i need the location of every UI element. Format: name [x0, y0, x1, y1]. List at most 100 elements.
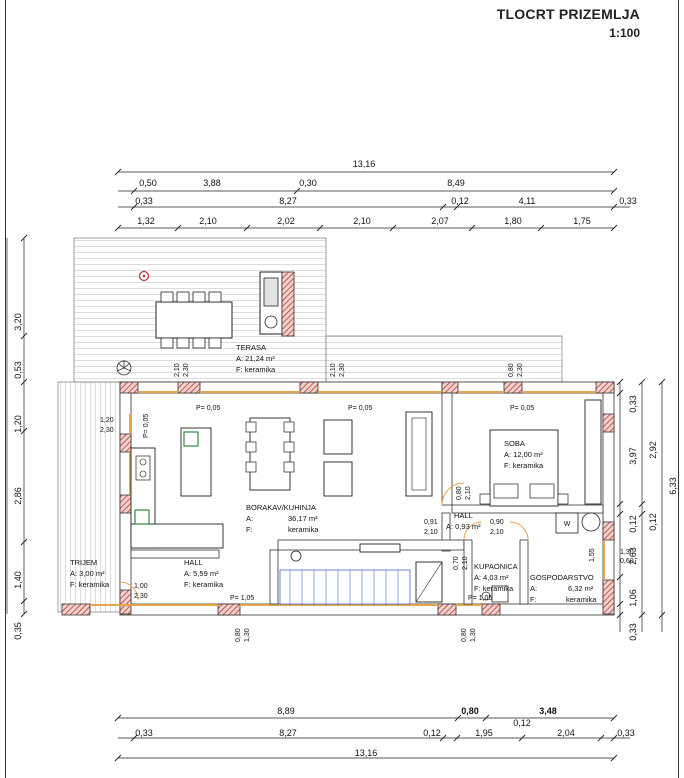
room-floor: F: [246, 525, 253, 534]
dining-table [245, 417, 295, 491]
room-area: A: 4,03 m² [474, 573, 509, 582]
dim-top-r2-b: 3,88 [203, 178, 221, 188]
dim-top-r2-a: 0,50 [139, 178, 157, 188]
room-area: A: 12,00 m² [504, 450, 543, 459]
dim-bottom-r2-b: 8,27 [279, 728, 297, 738]
frame-right-border [678, 0, 679, 778]
opening-label: 1,20 [100, 417, 114, 424]
room-area-value: 36,17 m² [288, 514, 318, 523]
dim-left-a: 3,20 [13, 313, 23, 331]
washing-machine-icon: W [555, 512, 601, 534]
opening-label: 0,80 [456, 486, 463, 500]
opening-label: 1,30 [620, 549, 634, 556]
terrace-deck [73, 237, 563, 383]
room-floor: F: keramika [70, 580, 110, 589]
room-name: GOSPODARSTVO [530, 573, 594, 582]
opening-label: 2,10 [462, 556, 469, 570]
room-label-hall-small: HALL A: 0,93 m² [446, 511, 481, 531]
opening-label: 2,10 [174, 363, 181, 377]
window-openings [90, 391, 605, 606]
room-name: BORAKAV/KUHINJA [246, 503, 316, 512]
dimension-ticks-bottom [114, 714, 618, 762]
opening-labels: 2,10 2,30 2,10 2,30 0,80 2,30 1,20 2,30 … [100, 363, 634, 642]
dimension-ticks-right [616, 378, 666, 619]
dim-right-total: 6,33 [668, 477, 678, 495]
dimension-lines-right [619, 382, 663, 632]
room-label-borakav: BORAKAV/KUHINJA A: 36,17 m² F: keramika [246, 503, 319, 534]
dim-top-r2-d: 8,49 [447, 178, 465, 188]
opening-label: 0,60 [620, 558, 634, 565]
opening-label: 1,55 [589, 548, 596, 562]
opening-label: 0,80 [235, 628, 242, 642]
dim-left-c: 1,20 [13, 415, 23, 433]
bathroom-fixtures [290, 550, 509, 603]
room-name: HALL [454, 511, 473, 520]
room-floor-value: keramika [288, 525, 319, 534]
room-name: TERASA [236, 343, 266, 352]
dim-top-r3-d: 4,11 [519, 196, 536, 206]
opening-label: P= 0,05 [348, 405, 372, 412]
opening-label: 2,10 [424, 529, 438, 536]
dimension-lines-top [118, 171, 630, 229]
dim-top-r3-a: 0,33 [135, 196, 153, 206]
washing-machine-symbol: W [564, 521, 571, 528]
dim-bottom-r1-a: 8,89 [277, 706, 295, 716]
opening-label: 0,80 [461, 628, 468, 642]
opening-label: 1,30 [244, 628, 251, 642]
terrace-column [138, 270, 150, 282]
room-floor-value: keramika [566, 595, 597, 604]
opening-label: P= 1,05 [230, 595, 254, 602]
dim-top-r4-a: 1,32 [137, 216, 155, 226]
dim-top-r4-d: 2,10 [353, 216, 371, 226]
room-label-hall: HALL A: 5,59 m² F: keramika [184, 558, 224, 589]
room-label-kupaonica: KUPAONICA A: 4,03 m² F: keramika [474, 562, 518, 593]
dim-left-d: 2,86 [13, 487, 23, 505]
dim-bottom-r2-d: 1,95 [475, 728, 493, 738]
dim-right-mid-a: 2,92 [648, 441, 658, 459]
room-name: TRIJEM [70, 558, 97, 567]
terrace-grill [259, 271, 295, 337]
wardrobe [584, 399, 602, 505]
room-area: A: [246, 514, 253, 523]
room-name: HALL [184, 558, 203, 567]
room-name: KUPAONICA [474, 562, 518, 571]
drawing-scale: 1:100 [609, 26, 640, 40]
dim-top-r4-e: 2,07 [431, 216, 449, 226]
dim-top-r4-b: 2,10 [199, 216, 217, 226]
room-label-soba: SOBA A: 12,00 m² F: keramika [504, 439, 544, 470]
dim-top-r3-e: 0,33 [619, 196, 637, 206]
opening-label: 0,91 [424, 519, 438, 526]
opening-label: P= 1,05 [468, 595, 492, 602]
opening-label: P= 0,05 [196, 405, 220, 412]
sofa [405, 411, 433, 497]
opening-label: 2,10 [330, 363, 337, 377]
opening-label: 1,30 [470, 628, 477, 642]
dim-top-r3-c: 0,12 [451, 196, 469, 206]
kitchen-island [180, 427, 212, 497]
opening-label: 2,10 [490, 529, 504, 536]
opening-label: P= 0,05 [510, 405, 534, 412]
kitchen-counter [130, 447, 224, 549]
dim-right-in-a: 0,33 [628, 395, 638, 413]
room-area: A: 0,93 m² [446, 522, 481, 531]
frame-left-border [5, 0, 6, 778]
dim-left-e: 1,40 [13, 571, 23, 589]
dim-bottom-r2-f: 0,33 [617, 728, 635, 738]
dim-right-mid-b: 0,12 [648, 513, 658, 531]
room-floor: F: keramika [184, 580, 224, 589]
dim-top-r3-b: 8,27 [279, 196, 297, 206]
opening-label: 2,30 [183, 363, 190, 377]
dim-left-b: 0,53 [13, 361, 23, 379]
doors [119, 482, 529, 601]
terrace-table [155, 291, 233, 349]
opening-label: 0,70 [453, 556, 460, 570]
room-floor: F: [530, 595, 537, 604]
room-area: A: 5,59 m² [184, 569, 219, 578]
dim-top-total: 13,16 [353, 159, 376, 169]
room-area-value: 6,32 m² [568, 584, 594, 593]
room-area: A: [530, 584, 537, 593]
bed [479, 429, 569, 507]
armchairs [323, 419, 353, 497]
dim-bottom-r2-e: 2,04 [557, 728, 575, 738]
